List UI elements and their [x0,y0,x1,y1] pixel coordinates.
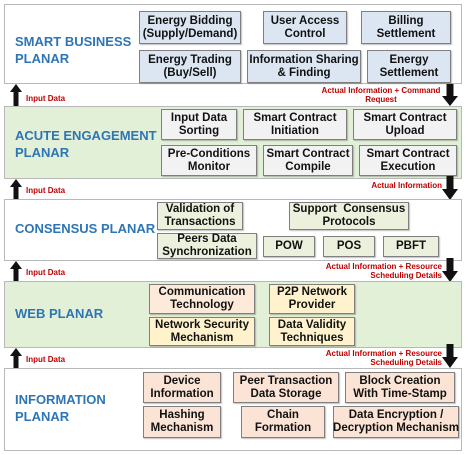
planar-title: ACUTE ENGAGEMENT PLANAR [15,128,157,160]
box-user-access-control: User Access Control [263,11,347,44]
box-data-encryption-decryption: Data Encryption / Decryption Mechanism [333,406,459,438]
box-validation-of-transactions: Validation of Transactions [157,202,243,230]
planar-information: INFORMATION PLANAR Device Information Pe… [4,368,462,451]
down-arrow-icon [442,344,458,368]
box-smart-contract-compile: Smart Contract Compile [263,145,353,176]
box-pbft: PBFT [383,236,439,257]
up-arrow-icon [10,348,22,368]
box-p2p-network-provider: P2P Network Provider [269,284,355,314]
box-smart-contract-initiation: Smart Contract Initiation [243,109,347,140]
box-pos: POS [323,236,375,257]
planar-title: INFORMATION PLANAR [15,392,106,424]
box-pre-conditions-monitor: Pre-Conditions Monitor [161,145,257,176]
box-support-consensus-protocols: Support Consensus Protocols [289,202,409,230]
up-arrow-icon [10,84,22,106]
box-peer-transaction-data-storage: Peer Transaction Data Storage [233,372,339,403]
flow-label-1: Actual Information + Command Request [321,86,441,104]
down-arrow-icon [442,84,458,106]
planar-title: SMART BUSINESS PLANAR [15,34,132,66]
planar-web: WEB PLANAR Communication Technology P2P … [4,281,462,348]
planar-smart-business: SMART BUSINESS PLANAR Energy Bidding (Su… [4,4,462,84]
box-peers-data-synchronization: Peers Data Synchronization [157,233,257,259]
input-data-label: Input Data [26,355,66,364]
box-data-validity-techniques: Data Validity Techniques [269,317,355,346]
up-arrow-icon [10,261,22,281]
box-chain-formation: Chain Formation [241,406,325,438]
box-smart-contract-execution: Smart Contract Execution [359,145,457,176]
box-information-sharing: Information Sharing & Finding [247,50,361,83]
box-energy-settlement: Energy Settlement [367,50,451,83]
up-arrow-icon [10,179,22,199]
flow-label-3: Actual Information + Resource Scheduling… [325,262,442,280]
box-network-security-mechanism: Network Security Mechanism [149,317,255,346]
box-communication-technology: Communication Technology [149,284,255,314]
input-data-label: Input Data [26,94,66,103]
planar-acute-engagement: ACUTE ENGAGEMENT PLANAR Input Data Sorti… [4,106,462,179]
box-energy-trading: Energy Trading (Buy/Sell) [139,50,241,83]
flow-label-2: Actual Information [371,181,442,190]
input-data-label: Input Data [26,186,66,195]
box-device-information: Device Information [143,372,221,403]
box-block-creation-timestamp: Block Creation With Time-Stamp [345,372,455,403]
box-billing-settlement: Billing Settlement [361,11,451,44]
down-arrow-icon [442,258,458,282]
box-input-data-sorting: Input Data Sorting [161,109,237,140]
planar-title: CONSENSUS PLANAR [15,221,156,236]
flow-label-4: Actual Information + Resource Scheduling… [325,349,442,367]
planar-consensus: CONSENSUS PLANAR Validation of Transacti… [4,199,462,261]
box-energy-bidding: Energy Bidding (Supply/Demand) [139,11,241,44]
box-pow: POW [263,236,315,257]
down-arrow-icon [442,176,458,200]
planar-title: WEB PLANAR [15,306,104,321]
box-hashing-mechanism: Hashing Mechanism [143,406,221,438]
box-smart-contract-upload: Smart Contract Upload [353,109,457,140]
input-data-label: Input Data [26,268,66,277]
